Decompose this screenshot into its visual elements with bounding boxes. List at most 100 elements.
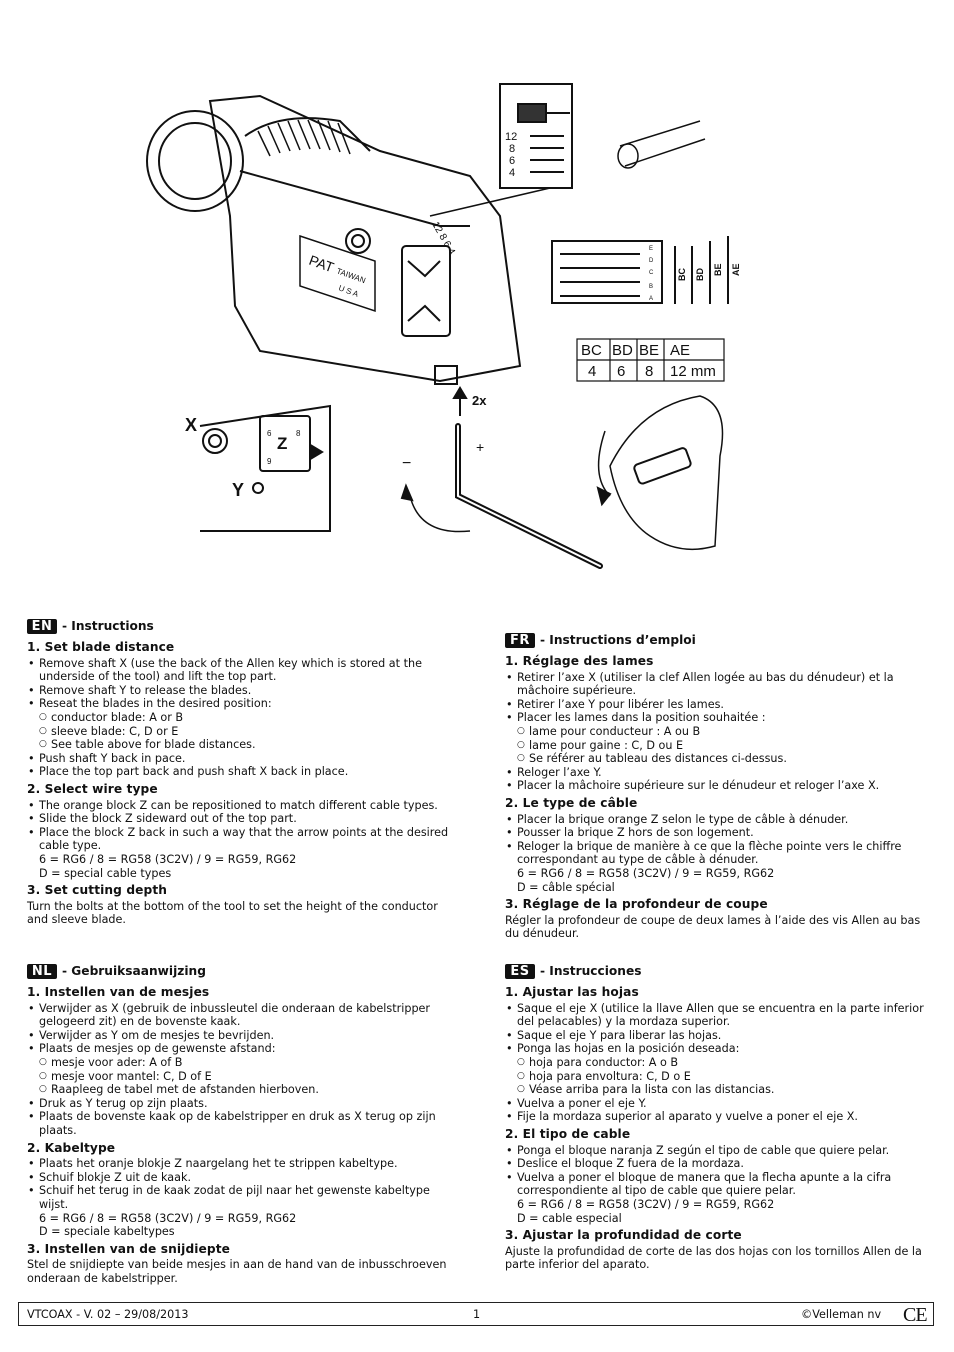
lang-badge-en: EN <box>27 619 57 634</box>
dim-label-be: BE <box>713 263 723 276</box>
table-value-ae: 12 mm <box>670 363 716 380</box>
en-list-wire-type: The orange block Z can be repositioned t… <box>27 799 455 853</box>
list-item: Saque el eje Y para liberar las hojas. <box>505 1029 933 1043</box>
gauge-number-8: 8 <box>509 143 515 155</box>
table-header-bc: BC <box>581 342 602 359</box>
es-text-cutting-depth: Ajuste la profundidad de corte de las do… <box>505 1244 922 1272</box>
lang-badge-es: ES <box>505 964 535 979</box>
list-item: See table above for blade distances. <box>39 738 455 752</box>
section-nl: NL - Gebruiksaanwijzing 1. Instellen van… <box>27 964 455 1285</box>
fr-cable-special: D = câble spécial <box>517 880 615 894</box>
stripper-illustration: PAT TAIWAN U S A 12 8 6 4 12 8 6 4 A B C… <box>146 83 740 569</box>
fr-list-wire-type: Placer la brique orange Z selon le type … <box>505 813 933 867</box>
nl-text-cutting-depth: Stel de snijdiepte van beide mesjes in a… <box>27 1258 447 1285</box>
list-item: Vuelva a poner el eje Y. <box>505 1097 933 1111</box>
section-nl-title: - Gebruiksaanwijzing <box>62 963 206 978</box>
nl-heading-cutting-depth: 3. Instellen van de snijdiepte <box>27 1241 231 1256</box>
tool-label-plate <box>299 234 376 313</box>
en-heading-cutting-depth: 3. Set cutting depth <box>27 883 168 898</box>
list-item: conductor blade: A or B <box>39 711 455 725</box>
list-item: Ponga el bloque naranja Z según el tipo … <box>505 1144 933 1158</box>
label-plus: + <box>476 439 484 455</box>
dim-letter-d: D <box>649 258 654 264</box>
coax-cable <box>619 120 706 167</box>
list-item: Place the block Z back in such a way tha… <box>27 826 455 853</box>
list-item: Schuif blokje Z uit de kaak. <box>27 1171 455 1185</box>
list-item: Plaats het oranje blokje Z naargelang he… <box>27 1157 455 1171</box>
blade-plate <box>551 240 663 304</box>
section-fr: FR - Instructions d’emploi 1. Réglage de… <box>505 633 933 941</box>
es-list-wire-type: Ponga el bloque naranja Z según el tipo … <box>505 1144 933 1198</box>
list-item: Deslice el bloque Z fuera de la mordaza. <box>505 1157 933 1171</box>
ce-mark-icon: CE <box>903 1304 928 1326</box>
section-fr-title: - Instructions d’emploi <box>540 632 696 647</box>
list-item: Vuelva a poner el bloque de manera que l… <box>505 1171 933 1198</box>
tool-body <box>208 94 522 383</box>
es-heading-wire-type: 2. El tipo de cable <box>505 1126 631 1141</box>
table-header-be: BE <box>639 342 659 359</box>
table-header-ae: AE <box>670 342 690 359</box>
list-item: Véase arriba para la lista con las dista… <box>517 1083 933 1097</box>
list-item: Se référer au tableau des distances ci-d… <box>517 752 933 766</box>
list-item: Pousser la brique Z hors de son logement… <box>505 826 933 840</box>
list-item: Saque el eje X (utilice la llave Allen q… <box>505 1002 933 1029</box>
list-item: Plaats de bovenste kaak op de kabelstrip… <box>27 1110 455 1137</box>
list-item: Schuif het terug in de kaak zodat de pij… <box>27 1184 455 1211</box>
nl-cable-codes: 6 = RG6 / 8 = RG58 (3C2V) / 9 = RG59, RG… <box>39 1211 297 1225</box>
fr-heading-cutting-depth: 3. Réglage de la profondeur de coupe <box>505 897 768 912</box>
es-heading-blade-distance: 1. Ajustar las hojas <box>505 985 639 999</box>
block-digit-9: 9 <box>267 457 272 466</box>
list-item: Druk as Y terug op zijn plaats. <box>27 1097 455 1111</box>
label-minus: − <box>402 455 411 472</box>
es-heading-cutting-depth: 3. Ajustar la profundidad de corte <box>505 1228 742 1243</box>
gauge-number-12: 12 <box>505 131 517 143</box>
en-cable-special: D = special cable types <box>39 866 172 880</box>
list-item: mesje voor ader: A of B <box>39 1056 455 1070</box>
list-item: Push shaft Y back in pace. <box>27 752 455 766</box>
fr-heading-wire-type: 2. Le type de câble <box>505 795 638 810</box>
en-heading-wire-type: 2. Select wire type <box>27 781 158 796</box>
fr-cable-codes: 6 = RG6 / 8 = RG58 (3C2V) / 9 = RG59, RG… <box>517 866 775 880</box>
list-item: lame pour conducteur : A ou B <box>517 725 933 739</box>
nl-list-wire-type: Plaats het oranje blokje Z naargelang he… <box>27 1157 455 1211</box>
table-header-bd: BD <box>612 342 633 359</box>
gauge-box <box>499 83 573 189</box>
label-y: Y <box>232 480 244 500</box>
label-x: X <box>185 415 197 435</box>
list-item: sleeve blade: C, D or E <box>39 725 455 739</box>
nl-cable-special: D = speciale kabeltypes <box>39 1225 175 1239</box>
list-item: Retirer l’axe Y pour libérer les lames. <box>505 698 933 712</box>
tool-bolt <box>345 228 371 254</box>
hand-illustration <box>609 395 724 551</box>
label-z: Z <box>277 434 287 453</box>
en-heading-blade-distance: 1. Set blade distance <box>27 640 175 654</box>
table-value-bd: 6 <box>617 363 625 380</box>
section-es-title: - Instrucciones <box>540 963 642 978</box>
section-es: ES - Instrucciones 1. Ajustar las hojas … <box>505 964 933 1272</box>
list-item: hoja para envoltura: C, D o E <box>517 1070 933 1084</box>
es-list-blade-distance: Saque el eje X (utilice la llave Allen q… <box>505 1002 933 1124</box>
en-text-cutting-depth: Turn the bolts at the bottom of the tool… <box>27 899 438 927</box>
es-cable-codes: 6 = RG6 / 8 = RG58 (3C2V) / 9 = RG59, RG… <box>517 1197 775 1211</box>
fr-text-cutting-depth: Régler la profondeur de coupe de deux la… <box>505 913 921 941</box>
label-2x: 2x <box>472 393 487 408</box>
block-digit-8: 8 <box>296 429 301 438</box>
section-en-heading: EN - Instructions <box>27 619 455 634</box>
list-item: Placer la brique orange Z selon le type … <box>505 813 933 827</box>
fr-list-blade-distance: Retirer l’axe X (utiliser la clef Allen … <box>505 671 933 793</box>
tool-ring <box>146 110 244 212</box>
fr-heading-blade-distance: 1. Réglage des lames <box>505 654 654 668</box>
lang-badge-nl: NL <box>27 964 57 979</box>
list-item: mesje voor mantel: C, D of E <box>39 1070 455 1084</box>
list-item: Retirer l’axe X (utiliser la clef Allen … <box>505 671 933 698</box>
en-cable-codes: 6 = RG6 / 8 = RG58 (3C2V) / 9 = RG59, RG… <box>39 852 297 866</box>
list-item: Plaats de mesjes op de gewenste afstand:… <box>27 1042 455 1096</box>
dim-label-bc: BC <box>677 268 687 281</box>
list-item: Placer les lames dans la position souhai… <box>505 711 933 765</box>
list-item: Place the top part back and push shaft X… <box>27 765 455 779</box>
page-footer: VTCOAX - V. 02 – 29/08/2013 1 ©Velleman … <box>18 1302 934 1326</box>
list-item: Placer la mâchoire supérieure sur le dén… <box>505 779 933 793</box>
list-item: lame pour gaine : C, D ou E <box>517 739 933 753</box>
list-item: Slide the block Z sideward out of the to… <box>27 812 455 826</box>
list-item: Reseat the blades in the desired positio… <box>27 697 455 751</box>
